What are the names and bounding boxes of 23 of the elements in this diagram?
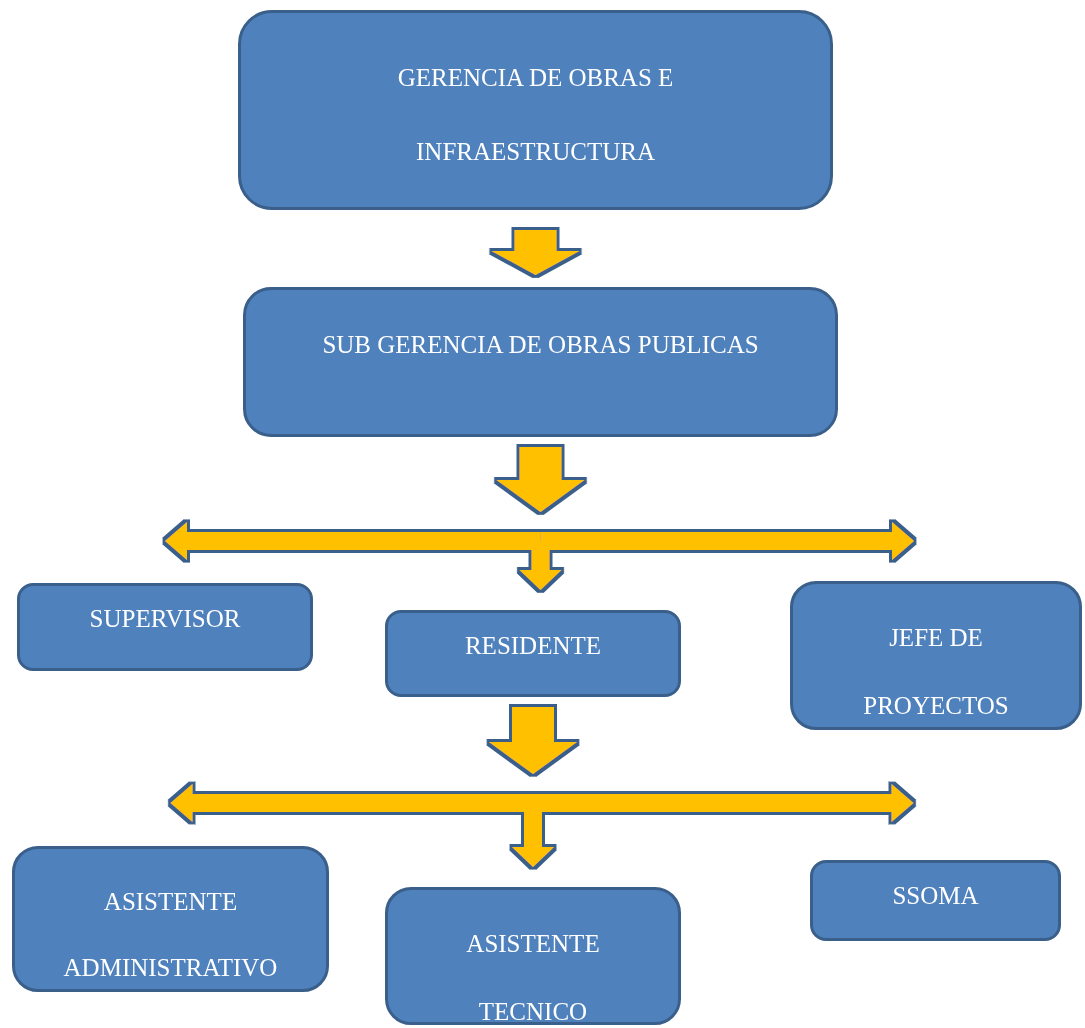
- block-arrow: [540, 522, 914, 560]
- box-label: SUPERVISOR: [89, 604, 241, 634]
- block-arrow: [170, 784, 533, 822]
- box-label: ASISTENTE TECNICO: [465, 929, 601, 1027]
- box-label: RESIDENTE: [464, 631, 602, 661]
- block-arrow: [533, 784, 914, 822]
- block-arrow: [491, 230, 580, 275]
- org-chart-box: [238, 10, 833, 210]
- box-label: GERENCIA DE OBRAS E INFRAESTRUCTURA: [396, 63, 675, 167]
- org-chart-box: [12, 846, 329, 992]
- box-label: ASISTENTE ADMINISTRATIVO: [62, 887, 279, 983]
- org-chart-box: [790, 581, 1082, 730]
- block-arrow: [496, 447, 585, 590]
- box-label: SSOMA: [892, 881, 979, 911]
- block-arrow: [165, 522, 541, 560]
- block-arrow: [489, 707, 577, 867]
- org-chart-box: [17, 583, 313, 671]
- org-chart-box: [385, 887, 681, 1025]
- org-chart-box: [385, 610, 681, 697]
- org-chart-box: [243, 287, 838, 437]
- org-chart-box: [810, 860, 1061, 941]
- box-label: SUB GERENCIA DE OBRAS PUBLICAS: [322, 330, 759, 360]
- box-label: JEFE DE PROYECTOS: [862, 623, 1010, 721]
